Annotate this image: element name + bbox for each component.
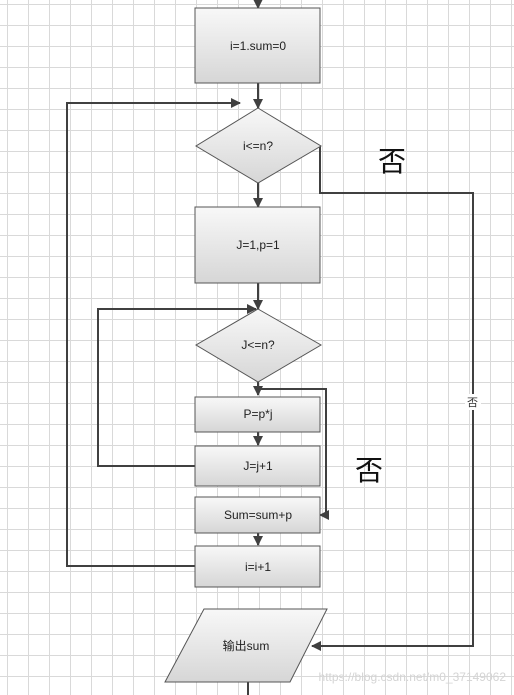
multiply-label: P=p*j — [243, 407, 272, 421]
inner-condition-label: J<=n? — [241, 338, 275, 352]
increment-j-box[interactable]: J=j+1 — [194, 445, 321, 487]
watermark-text: https://blog.csdn.net/m0_37149062 — [319, 670, 507, 684]
accumulate-box[interactable]: Sum=sum+p — [194, 496, 321, 534]
inner-init-label: J=1,p=1 — [236, 238, 280, 252]
arrow-inner-no-branch — [258, 388, 329, 520]
outer-condition-diamond[interactable]: i<=n? — [195, 107, 322, 184]
inner-condition-diamond[interactable]: J<=n? — [195, 308, 322, 383]
arrow-inner-loop-back — [97, 304, 257, 467]
exit-no-label-bg — [465, 394, 481, 410]
inner-no-label: 否 — [355, 454, 383, 487]
connectors — [66, 0, 474, 695]
arrow-outer-no-branch — [311, 146, 474, 651]
increment-i-box[interactable]: i=i+1 — [194, 545, 321, 588]
init-box[interactable]: i=1.sum=0 — [194, 7, 321, 84]
arrow-outer-loop-back — [66, 98, 241, 567]
increment-i-label: i=i+1 — [245, 560, 271, 574]
outer-no-label: 否 — [378, 145, 406, 178]
init-label: i=1.sum=0 — [230, 39, 286, 53]
accumulate-label: Sum=sum+p — [224, 508, 292, 522]
inner-init-box[interactable]: J=1,p=1 — [194, 206, 321, 284]
exit-no-label: 否 — [467, 397, 478, 409]
output-label: 输出sum — [223, 638, 270, 653]
output-parallelogram[interactable]: 输出sum — [164, 608, 328, 683]
multiply-box[interactable]: P=p*j — [194, 396, 321, 433]
outer-condition-label: i<=n? — [243, 139, 273, 153]
increment-j-label: J=j+1 — [243, 459, 273, 473]
